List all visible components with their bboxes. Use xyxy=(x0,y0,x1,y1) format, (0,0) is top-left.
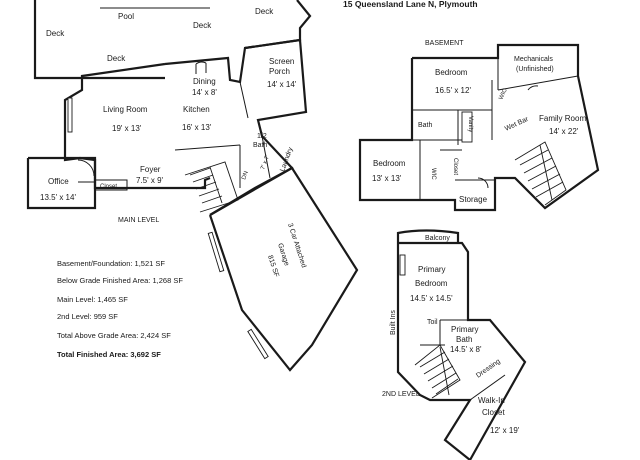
built-ins-label: Built Ins xyxy=(390,310,397,335)
wet-bar-label: Wet Bar xyxy=(504,116,530,133)
family-room-label: Family Room xyxy=(539,114,586,123)
basement-label: BASEMENT xyxy=(425,40,464,47)
deck-label-right: Deck xyxy=(255,7,274,16)
office-door xyxy=(77,159,95,177)
bsmt-door-1 xyxy=(527,85,539,91)
primary-bedroom-label-2: Bedroom xyxy=(415,279,448,288)
living-room-size: 19' x 13' xyxy=(112,124,142,133)
walkin-closet-size: 12' x 19' xyxy=(490,426,520,435)
toilet-label: Toil xyxy=(427,319,438,326)
kitchen-label: Kitchen xyxy=(183,105,210,114)
family-room-size: 14' x 22' xyxy=(549,127,579,136)
bsmt-vanity-counter xyxy=(461,111,473,143)
bsmt-bedroom2-label: Bedroom xyxy=(373,159,406,168)
bsmt-door-2 xyxy=(477,177,489,189)
garage-door-2 xyxy=(247,328,269,360)
summary-total-above: Total Above Grade Area: 2,424 SF xyxy=(57,331,171,340)
main-closet-box xyxy=(94,179,128,191)
pool-label: Pool xyxy=(118,12,134,21)
half-bath-label-2: Bath xyxy=(253,142,268,149)
dining-label: Dining xyxy=(193,77,216,86)
primary-bedroom-label: Primary xyxy=(418,265,446,274)
balcony-outline xyxy=(396,229,460,243)
walkin-closet-label: Walk-In xyxy=(478,396,505,405)
foyer-size: 7.5' x 9' xyxy=(136,176,164,185)
office-label: Office xyxy=(48,177,69,186)
screen-porch-label: Screen xyxy=(269,57,294,66)
storage-label: Storage xyxy=(459,195,488,204)
kitchen-wall xyxy=(174,144,241,151)
living-room-label: Living Room xyxy=(103,105,148,114)
deck-label-mid: Deck xyxy=(193,21,212,30)
half-bath-label: 1/2 xyxy=(257,133,267,140)
bsmt-bath-label: Bath xyxy=(418,122,433,129)
summary-main-level: Main Level: 1,465 SF xyxy=(57,295,128,304)
screen-porch-label-2: Porch xyxy=(269,67,290,76)
summary-total-finished: Total Finished Area: 3,692 SF xyxy=(57,350,161,359)
garage-label-3: 815 SF xyxy=(266,254,280,278)
main-level-label: MAIN LEVEL xyxy=(118,217,159,224)
second-level-plan xyxy=(396,229,527,460)
foyer-label: Foyer xyxy=(140,165,161,174)
basement-outer-walls xyxy=(358,43,600,212)
bsmt-closet-label: Closet xyxy=(452,158,458,175)
dressing-wall xyxy=(469,374,506,401)
mechanicals-label: Mechanicals xyxy=(514,56,553,63)
walkin-closet-label-2: Closet xyxy=(482,408,505,417)
second-level-outer-walls xyxy=(396,241,527,460)
area-summary: Basement/Foundation: 1,521 SF Below Grad… xyxy=(57,259,183,359)
primary-bath-size: 14.5' x 8' xyxy=(450,345,482,354)
living-window xyxy=(67,97,73,133)
deck-label-lower: Deck xyxy=(107,54,126,63)
bsmt-mech-bottom xyxy=(497,75,579,91)
basement-stairs xyxy=(514,141,567,206)
garage-label-2: Garage xyxy=(276,242,290,266)
summary-basement: Basement/Foundation: 1,521 SF xyxy=(57,259,165,268)
primary-bath-label: Primary xyxy=(451,325,479,334)
bsmt-bedroom1-label: Bedroom xyxy=(435,68,468,77)
main-closet-label: Closet xyxy=(100,184,117,190)
garage-door-1 xyxy=(207,231,225,273)
laundry-wall xyxy=(261,135,271,179)
balcony-label: Balcony xyxy=(425,235,450,242)
main-level-plan xyxy=(26,0,359,372)
bsmt-wic-label-1: WIC xyxy=(498,87,509,101)
main-dn-label: DN xyxy=(241,170,250,180)
bsmt-bedroom2-size: 13' x 13' xyxy=(372,174,402,183)
deck-label-left: Deck xyxy=(46,29,65,38)
mechanicals-label-2: (Unfinished) xyxy=(516,66,554,73)
bsmt-bedroom1-size: 16.5' x 12' xyxy=(435,86,471,95)
half-bath-size: 7' x 7' xyxy=(260,154,271,170)
screen-porch-wall xyxy=(239,81,249,119)
dining-door xyxy=(195,61,207,74)
bsmt-vanity-label: Vanity xyxy=(467,116,473,132)
main-stairs xyxy=(184,161,239,213)
second-level-label: 2ND LEVEL xyxy=(382,391,420,398)
second-level-stairs xyxy=(414,344,461,399)
dining-size: 14' x 8' xyxy=(192,88,217,97)
built-ins-cabinet xyxy=(399,254,406,276)
primary-bath-label-2: Bath xyxy=(456,335,472,344)
address-title: 15 Queensland Lane N, Plymouth xyxy=(343,0,478,9)
kitchen-size: 16' x 13' xyxy=(182,123,212,132)
bsmt-wic-label-2: WIC xyxy=(430,168,436,180)
screen-porch-size: 14' x 14' xyxy=(267,80,297,89)
summary-second-level: 2nd Level: 959 SF xyxy=(57,312,118,321)
office-size: 13.5' x 14' xyxy=(40,193,76,202)
summary-below-grade: Below Grade Finished Area: 1,268 SF xyxy=(57,276,183,285)
office-walls xyxy=(26,156,97,210)
primary-bedroom-size: 14.5' x 14.5' xyxy=(410,294,453,303)
basement-plan xyxy=(358,43,600,212)
garage-walls xyxy=(208,166,359,372)
dressing-label: Dressing xyxy=(475,358,502,380)
